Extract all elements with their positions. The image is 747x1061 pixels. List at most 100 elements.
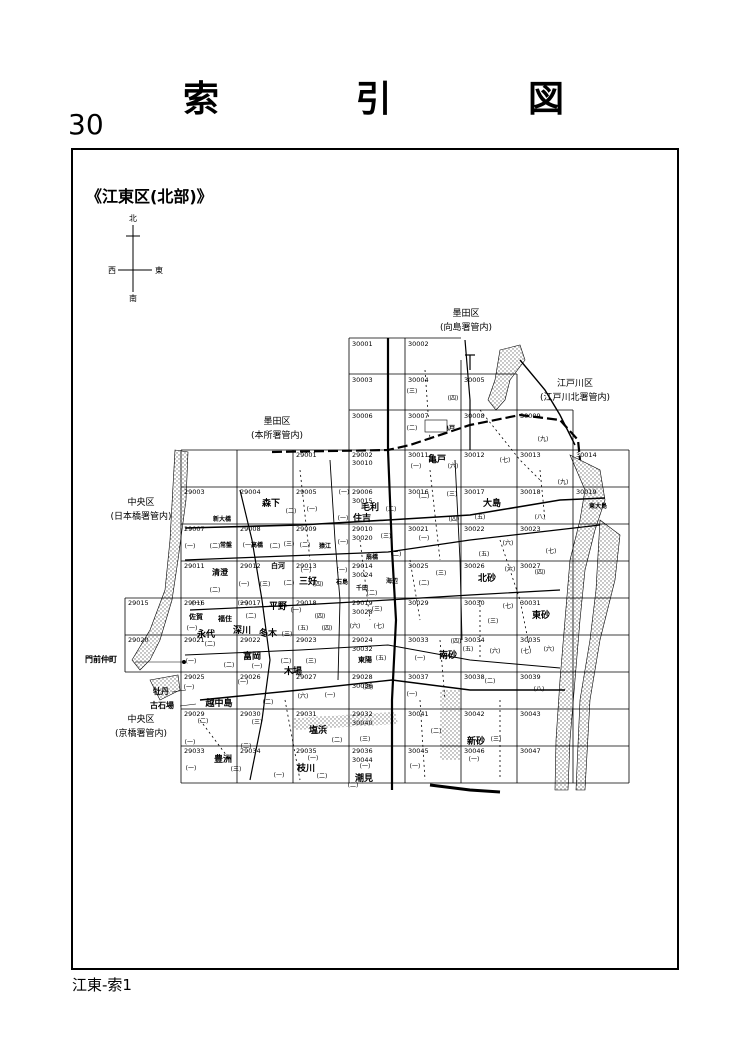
cell-30013: 30013	[520, 451, 541, 459]
chome-1-c: (一)	[415, 655, 426, 662]
place-miyoshi: 三好	[299, 575, 317, 587]
cell-30024: 30024	[352, 571, 373, 579]
chome-1-y: (一)	[186, 765, 197, 772]
chome-2-v: (二)	[332, 737, 343, 744]
chome-7-a: (七)	[500, 456, 511, 464]
place-ojima: 大島	[483, 497, 501, 509]
cell-30043: 30043	[520, 710, 541, 718]
sumida-river	[131, 449, 189, 671]
place-mouri: 毛利	[361, 501, 379, 513]
chome-2-o: (二)	[246, 613, 257, 620]
chome-1-l: (一)	[301, 567, 312, 574]
cell-29015: 29015	[128, 599, 149, 607]
place-tomioka: 富岡	[243, 650, 261, 662]
chome-1-k: (一)	[307, 506, 318, 513]
cell-29007: 29007	[184, 525, 205, 533]
chome-1-q: (一)	[291, 607, 302, 614]
chome-6-f: (六)	[350, 622, 361, 630]
cell-29036: 29036	[352, 747, 373, 755]
chome-5-d: (五)	[463, 646, 474, 653]
cell-30047: 30047	[520, 747, 541, 755]
page-title: 索 引 図	[182, 79, 627, 120]
cell-29034: 29034	[240, 747, 261, 755]
chome-5-f: (五)	[376, 655, 387, 662]
chome-3-m: (三)	[231, 766, 242, 773]
chome-7-d: (七)	[521, 647, 532, 655]
cell-30039: 30039	[520, 673, 541, 681]
chome-3-b: (三)	[447, 491, 458, 498]
cell-29008: 29008	[240, 525, 261, 533]
cell-30045: 30045	[408, 747, 429, 755]
chome-1-u: (一)	[252, 663, 263, 670]
place-higashisuna: 東砂	[532, 609, 550, 621]
place-takabashi: 高橋	[251, 541, 264, 549]
cell-30022: 30022	[464, 525, 485, 533]
cell-30010: 30010	[352, 459, 373, 467]
region-chuo-nihonbashi-sub: (日本橋署管内)	[110, 510, 171, 522]
place-tokiwa: 常盤	[220, 541, 233, 549]
chome-3-a: (三)	[407, 388, 418, 395]
boundaries	[184, 338, 606, 794]
map-frame	[71, 148, 679, 970]
road-sunamachi	[454, 459, 463, 641]
cell-29006: 29006	[352, 488, 373, 496]
cell-29023: 29023	[296, 636, 317, 644]
cell-29035: 29035	[296, 747, 317, 755]
place-name-labels: 亀戸 毛利 住吉 大島 扇橋 海辺 千田 石島 三好 北砂 東砂 南砂 新砂 森…	[85, 424, 607, 784]
cell-30036: 30036	[352, 682, 373, 690]
chome-dots-north	[424, 369, 546, 651]
chome-2-m: (二)	[210, 543, 221, 550]
chome-2-e: (二)	[431, 728, 442, 735]
cell-30020: 30020	[352, 534, 373, 542]
chome-1-s: (一)	[187, 625, 198, 632]
place-kiyosumi: 清澄	[212, 567, 229, 577]
region-sumida-honjo-sub: (本所署管内)	[251, 429, 303, 441]
main-road-ns	[386, 338, 398, 790]
cell-29024: 29024	[352, 636, 373, 644]
compass-east-label: 東	[155, 265, 163, 275]
place-fukagawa: 深川	[233, 624, 251, 636]
cell-29030: 29030	[240, 710, 261, 718]
kyu-naka-river	[487, 344, 526, 411]
chome-1-f: (一)	[339, 489, 350, 496]
chome-1-v: (一)	[184, 684, 195, 691]
cell-30017: 30017	[464, 488, 485, 496]
region-labels: 墨田区 (向島署管内) 江戸川区 (江戸川北署管内) 墨田区 (本所署管内) 中…	[110, 308, 610, 739]
chome-2-b: (二)	[419, 493, 430, 500]
chome-2-w: (二)	[348, 782, 359, 789]
chome-4-c: (四)	[535, 569, 546, 576]
chome-1-ac: (一)	[410, 763, 421, 770]
chome-8-a: (八)	[535, 514, 546, 521]
place-ogibashi: 扇橋	[366, 553, 379, 561]
chome-5-c: (五)	[479, 551, 490, 558]
page-footer: 江東-索1	[72, 976, 132, 994]
canal-shiohama	[294, 712, 398, 730]
cell-29002: 29002	[352, 451, 373, 459]
cell-29003: 29003	[184, 488, 205, 496]
place-toyo: 東陽	[358, 655, 372, 664]
cell-30033: 30033	[408, 636, 429, 644]
chome-4-g: (四)	[313, 581, 324, 588]
place-saga: 佐賀	[188, 612, 203, 621]
cell-29029: 29029	[184, 710, 205, 718]
map-markers	[135, 354, 475, 707]
compass: 北 南 西 東	[108, 214, 163, 303]
chome-2-q: (二)	[224, 662, 235, 669]
cell-30034: 30034	[464, 636, 485, 644]
chome-7-c: (七)	[503, 602, 514, 610]
chome-3-j: (三)	[260, 581, 271, 588]
chome-2-h2: (二)	[281, 658, 292, 665]
chome-2-t: (二)	[241, 743, 252, 750]
chome-2-c: (二)	[419, 580, 430, 587]
chome-1-r: (一)	[192, 600, 203, 607]
region-chuo-nihonbashi-name: 中央区	[127, 496, 154, 508]
place-toyosu: 豊洲	[214, 753, 232, 765]
chome-2-n: (二)	[210, 587, 221, 594]
cell-30001: 30001	[352, 340, 373, 348]
region-edogawa-name: 江戸川区	[557, 378, 593, 389]
grid-main-lines	[124, 449, 630, 784]
place-shiomi: 潮見	[355, 772, 373, 784]
compass-west-label: 西	[108, 266, 116, 275]
chome-6-c: (六)	[505, 565, 516, 573]
